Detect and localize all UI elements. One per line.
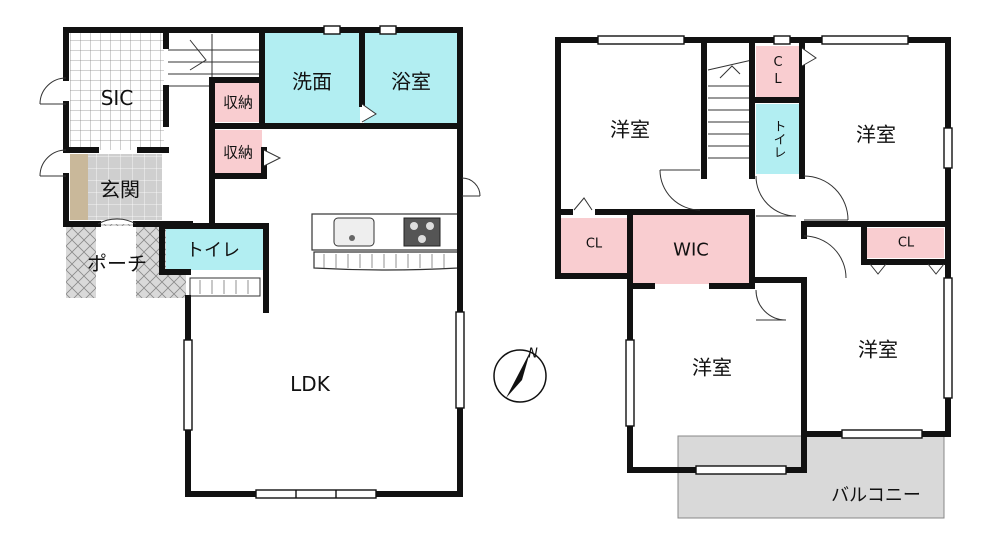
- youshitsu-nw-label: 洋室: [610, 117, 650, 142]
- floor-2: [555, 35, 953, 519]
- shuno-1-room: [214, 82, 262, 122]
- sic-label: SIC: [100, 86, 134, 110]
- balcony-floor: [677, 435, 945, 519]
- balcony-label: バルコニー: [831, 485, 921, 506]
- doors-2f: [573, 47, 945, 321]
- toilet-1f-label: トイレ: [186, 240, 240, 261]
- ldk-label: LDK: [290, 372, 330, 396]
- compass-north-label: N: [528, 346, 538, 362]
- genkan-floor: [88, 154, 162, 220]
- yokushitsu-label: 浴室: [391, 69, 431, 94]
- shuno-1-label: 収納: [222, 93, 254, 112]
- toilet-2f-room: [756, 104, 800, 174]
- senmen-label: 洗面: [292, 69, 332, 94]
- toilet-2f-label: トイレ: [770, 119, 786, 159]
- kitchen-counter: [311, 213, 459, 271]
- cl-top-room: [756, 46, 800, 98]
- shuno-2-room: [214, 130, 262, 174]
- wic-room: [632, 214, 750, 284]
- ldk-step: [189, 277, 261, 297]
- cl-top-label: CL: [770, 55, 786, 89]
- genkan-label: 玄関: [100, 177, 140, 202]
- youshitsu-se-label: 洋室: [858, 337, 898, 362]
- yokushitsu-room: [364, 32, 458, 126]
- youshitsu-ne-label: 洋室: [856, 122, 896, 147]
- compass-north-icon: [493, 349, 547, 403]
- windows-1f: [183, 25, 465, 499]
- entry-step: [70, 154, 88, 220]
- cl-right-label: CL: [897, 235, 915, 251]
- toilet-1f-room: [166, 228, 264, 270]
- cl-left-room: [560, 218, 628, 274]
- cl-right-room: [866, 228, 944, 258]
- windows-2f: [597, 35, 953, 475]
- floor-1: [39, 25, 481, 499]
- shuno-2-label: 収納: [222, 143, 254, 162]
- doors-1f: [39, 77, 481, 225]
- youshitsu-sw-label: 洋室: [692, 355, 732, 380]
- senmen-room: [264, 32, 360, 126]
- wic-label: WIC: [673, 239, 709, 261]
- cl-left-label: CL: [585, 236, 603, 252]
- stairs-2f: [707, 59, 753, 159]
- sic-room: [70, 32, 164, 150]
- porch-label: ポーチ: [87, 251, 147, 276]
